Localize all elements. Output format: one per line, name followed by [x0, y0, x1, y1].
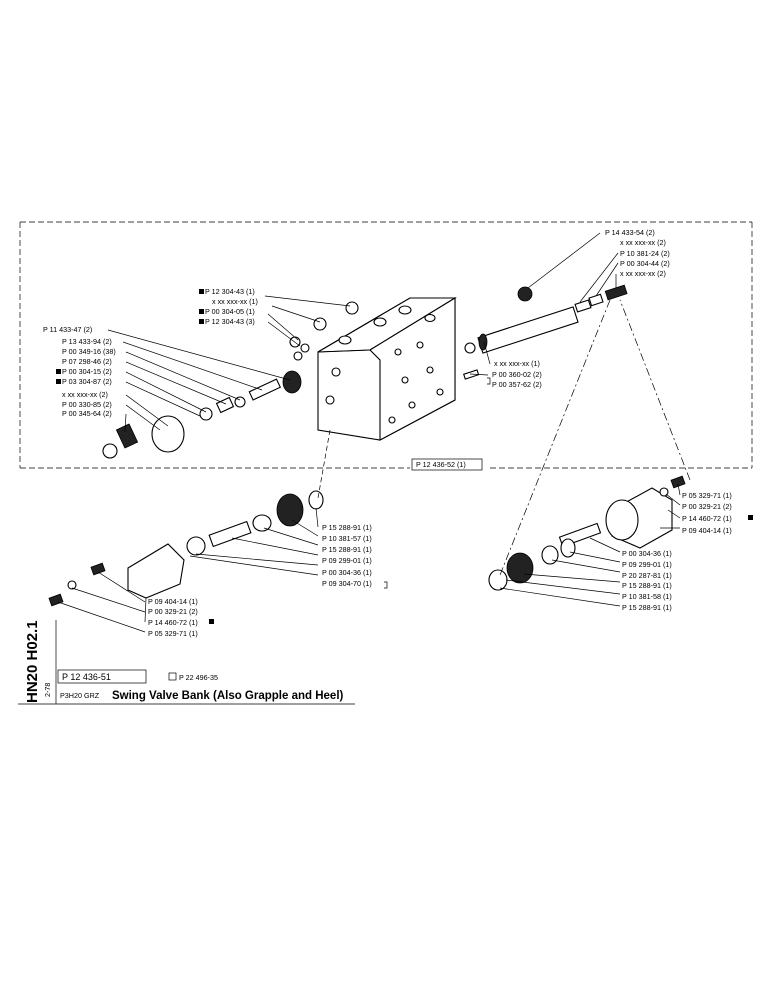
- part-label: P 15 288-91 (1): [622, 603, 672, 612]
- part-label: P 09 404-14 (1): [682, 526, 732, 535]
- marker-squares: [56, 289, 204, 384]
- lower-right-assembly: [488, 475, 686, 591]
- part-label: P 09 299-01 (1): [322, 556, 372, 565]
- ref-number: P 22 496-35: [179, 673, 218, 682]
- valve-block: [317, 297, 457, 441]
- marker-square: [209, 619, 214, 624]
- small-code: 2-78: [43, 683, 52, 697]
- lower-right-top-labels: P 05 329-71 (1) P 00 329-21 (2) P 14 460…: [682, 491, 753, 535]
- part-label: P 00 349-16 (38): [62, 347, 116, 356]
- part-label: P 20 287-81 (1): [622, 571, 672, 580]
- frame-ref-label: P 12 436-52 (1): [416, 460, 466, 469]
- marker-square: [199, 309, 204, 314]
- part-label: P 15 288-91 (1): [322, 523, 372, 532]
- part-label: x xx xxx-xx (2): [620, 269, 666, 278]
- part-label: P 10 381-24 (2): [620, 249, 670, 258]
- part-label: P 13 433-94 (2): [62, 337, 112, 346]
- part-label: P 00 329-21 (2): [148, 607, 198, 616]
- part-label: P 00 330-85 (2): [62, 400, 112, 409]
- part-label: x xx xxx-xx (2): [62, 390, 108, 399]
- page-title: Swing Valve Bank (Also Grapple and Heel): [112, 690, 344, 702]
- part-label: P 14 433-54 (2): [605, 228, 655, 237]
- part-label: P 00 304-05 (1): [205, 307, 255, 316]
- lower-left-labels: P 09 404-14 (1) P 00 329-21 (2) P 14 460…: [148, 597, 214, 638]
- leader-lines: [57, 232, 691, 633]
- upper-right-labels: P 14 433-54 (2) x xx xxx-xx (2) P 10 381…: [605, 228, 670, 278]
- part-label: x xx xxx-xx (2): [620, 238, 666, 247]
- part-label: P 00 304-36 (1): [322, 568, 372, 577]
- middle-right-labels: x xx xxx-xx (1) P 00 360-02 (2) P 00 357…: [492, 359, 542, 389]
- part-label: P 14 460-72 (1): [148, 618, 198, 627]
- block-seals: [289, 301, 476, 361]
- part-label: P 05 329-71 (1): [682, 491, 732, 500]
- part-label: P 05 329-71 (1): [148, 629, 198, 638]
- side-code: HN20 H02.1: [24, 620, 41, 703]
- marker-square: [199, 289, 204, 294]
- lower-center-labels: P 15 288-91 (1) P 10 381-57 (1) P 15 288…: [322, 523, 372, 588]
- part-label: P 12 304-43 (1): [205, 287, 255, 296]
- part-label: P 09 304-70 (1): [322, 579, 372, 588]
- part-label: P 10 381-57 (1): [322, 534, 372, 543]
- part-label: P 00 304-36 (1): [622, 549, 672, 558]
- part-label: P 14 460-72 (1): [682, 514, 732, 523]
- part-label: P 00 304-44 (2): [620, 259, 670, 268]
- part-label: P 03 304-87 (2): [62, 377, 112, 386]
- marker-square: [199, 319, 204, 324]
- marker-square: [748, 515, 753, 520]
- part-label: P 11 433-47 (2): [43, 325, 92, 334]
- part-label: P 15 288-91 (1): [622, 581, 672, 590]
- upper-left-labels: P 11 433-47 (2) P 13 433-94 (2) P 00 349…: [43, 325, 116, 418]
- part-label: P 09 299-01 (1): [622, 560, 672, 569]
- marker-square: [56, 369, 61, 374]
- part-label: P 09 404-14 (1): [148, 597, 198, 606]
- lower-right-bottom-labels: P 00 304-36 (1) P 09 299-01 (1) P 20 287…: [622, 549, 672, 612]
- model-code: P3H20 GRZ: [60, 691, 100, 700]
- ref-checkbox: [168, 672, 177, 681]
- footer: HN20 H02.1 2-78 P 12 436-51 P 22 496-35 …: [18, 620, 355, 705]
- lower-left-assembly: [48, 490, 324, 607]
- part-label: P 00 345-64 (2): [62, 409, 112, 418]
- upper-center-labels: P 12 304-43 (1) x xx xxx-xx (1) P 00 304…: [205, 287, 258, 326]
- part-label: x xx xxx-xx (1): [212, 297, 258, 306]
- upper-assembly-frame: [19, 221, 753, 469]
- right-spool: [463, 284, 628, 380]
- frame-reference: P 12 436-52 (1): [411, 458, 483, 471]
- part-label: P 07 298-46 (2): [62, 357, 112, 366]
- part-label: P 00 329-21 (2): [682, 502, 732, 511]
- marker-square: [56, 379, 61, 384]
- part-label: P 00 304-15 (2): [62, 367, 112, 376]
- part-number: P 12 436-51: [62, 672, 111, 682]
- part-label: P 10 381-58 (1): [622, 592, 672, 601]
- part-label: P 15 288-91 (1): [322, 545, 372, 554]
- part-label: x xx xxx-xx (1): [494, 359, 540, 368]
- part-label: P 00 357-62 (2): [492, 380, 542, 389]
- left-spool-parts: [102, 370, 302, 459]
- part-label: P 12 304-43 (3): [205, 317, 255, 326]
- part-label: P 00 360-02 (2): [492, 370, 542, 379]
